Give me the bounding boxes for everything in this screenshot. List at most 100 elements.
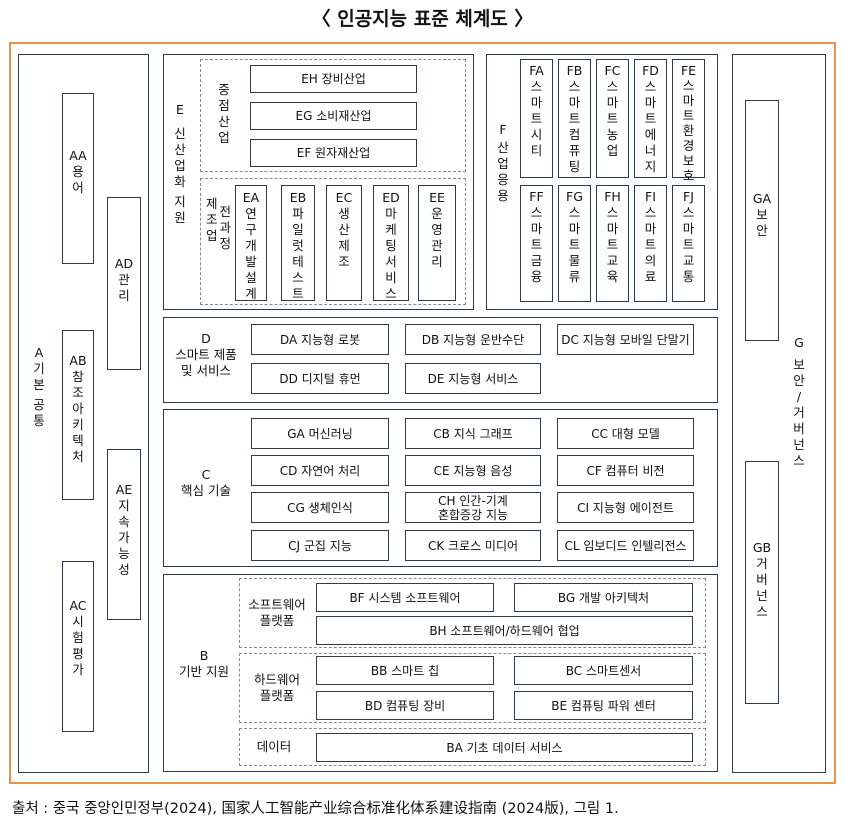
- group-manufacturing: [200, 178, 466, 305]
- vertical-char: 가: [72, 662, 84, 677]
- EB-code: EB: [289, 190, 307, 205]
- vertical-char: 마: [606, 221, 619, 236]
- vertical-char: 안: [756, 223, 768, 238]
- source-footer: 출처 : 중국 중앙인민정부(2024), 国家人工智能产业综合标准化体系建设指…: [12, 801, 619, 817]
- CH-line1: CH 인간-기계: [438, 493, 508, 508]
- vertical-char: 처: [72, 449, 84, 464]
- vertical-char: 스: [682, 78, 695, 93]
- FH-code: FH: [604, 189, 621, 204]
- vertical-char: 능: [118, 546, 130, 561]
- vertical-char: 리: [118, 288, 130, 303]
- vertical-char: 파: [292, 206, 304, 221]
- vertical-char: 마: [682, 221, 695, 236]
- box-CH: CH 인간-기계 혼합증강 지능: [405, 492, 541, 523]
- vertical-char: 조: [206, 212, 218, 227]
- vertical-char: 트: [644, 237, 657, 252]
- vertical-char: 너: [644, 143, 657, 158]
- vertical-char: 비: [385, 270, 397, 285]
- vertical-char: 정: [219, 236, 232, 251]
- C-label: C 핵심 기술: [170, 467, 242, 499]
- AE-code: AE: [115, 482, 133, 497]
- vertical-char: 전: [219, 204, 232, 219]
- vertical-char: 마: [682, 93, 695, 108]
- vertical-char: 스: [644, 205, 657, 220]
- vertical-char: 일: [292, 222, 304, 237]
- vertical-char: 스: [292, 270, 304, 285]
- vertical-char: 생: [338, 206, 350, 221]
- vertical-char: 류: [568, 269, 581, 284]
- D-name-line1: 스마트 제품: [175, 347, 237, 362]
- vertical-char: 원: [174, 210, 186, 225]
- vertical-char: 마: [644, 221, 657, 236]
- vertical-char: 서: [385, 254, 397, 269]
- vertical-char: 육: [606, 269, 619, 284]
- box-BH: BH 소프트웨어/하드웨어 협업: [316, 616, 693, 645]
- group-key-industry: [200, 59, 466, 172]
- vertical-char: 스: [530, 205, 543, 220]
- FF-code: FF: [529, 189, 544, 204]
- group-hardware-platform: [239, 653, 706, 723]
- vertical-char: 영: [431, 222, 443, 237]
- vertical-char: 스: [682, 205, 695, 220]
- box-DC: DC 지능형 모바일 단말기: [557, 324, 694, 355]
- box-CE: CE 지능형 음성: [405, 455, 541, 486]
- vertical-char: 트: [682, 108, 695, 123]
- vertical-char: 환: [682, 123, 695, 138]
- vertical-char: 험: [72, 630, 84, 645]
- hw-label-1: 하드웨어: [253, 672, 300, 687]
- vertical-char: 마: [385, 206, 397, 221]
- vertical-char: 응: [497, 172, 509, 187]
- vertical-char: 신: [174, 126, 186, 141]
- box-BG: BG 개발 아키텍처: [514, 583, 693, 612]
- FB-code: FB: [566, 63, 583, 78]
- vertical-char: 스: [606, 205, 619, 220]
- vertical-char: 공: [33, 397, 45, 412]
- B-code: B: [199, 648, 209, 663]
- vertical-char: 케: [385, 222, 397, 237]
- D-name-line2: 및 서비스: [181, 363, 231, 378]
- EE-code: EE: [429, 190, 445, 205]
- FJ-code: FJ: [683, 189, 694, 204]
- vertical-char: 트: [292, 286, 304, 301]
- AD-code: AD: [114, 256, 134, 271]
- vertical-char: 스: [793, 453, 805, 468]
- vertical-char: 보: [793, 357, 805, 372]
- FC-code: FC: [604, 63, 621, 78]
- vertical-char: 제: [338, 238, 350, 253]
- F-code: F: [499, 122, 507, 137]
- vertical-char: 넌: [793, 437, 805, 452]
- AB-code: AB: [69, 353, 87, 368]
- GA-code: GA: [752, 191, 772, 206]
- AA-code: AA: [69, 148, 87, 163]
- vertical-char: 마: [530, 221, 543, 236]
- software-platform-label: 소프트웨어 플랫폼: [241, 597, 313, 629]
- vertical-char: 물: [568, 253, 581, 268]
- diagram-frame: [9, 42, 836, 784]
